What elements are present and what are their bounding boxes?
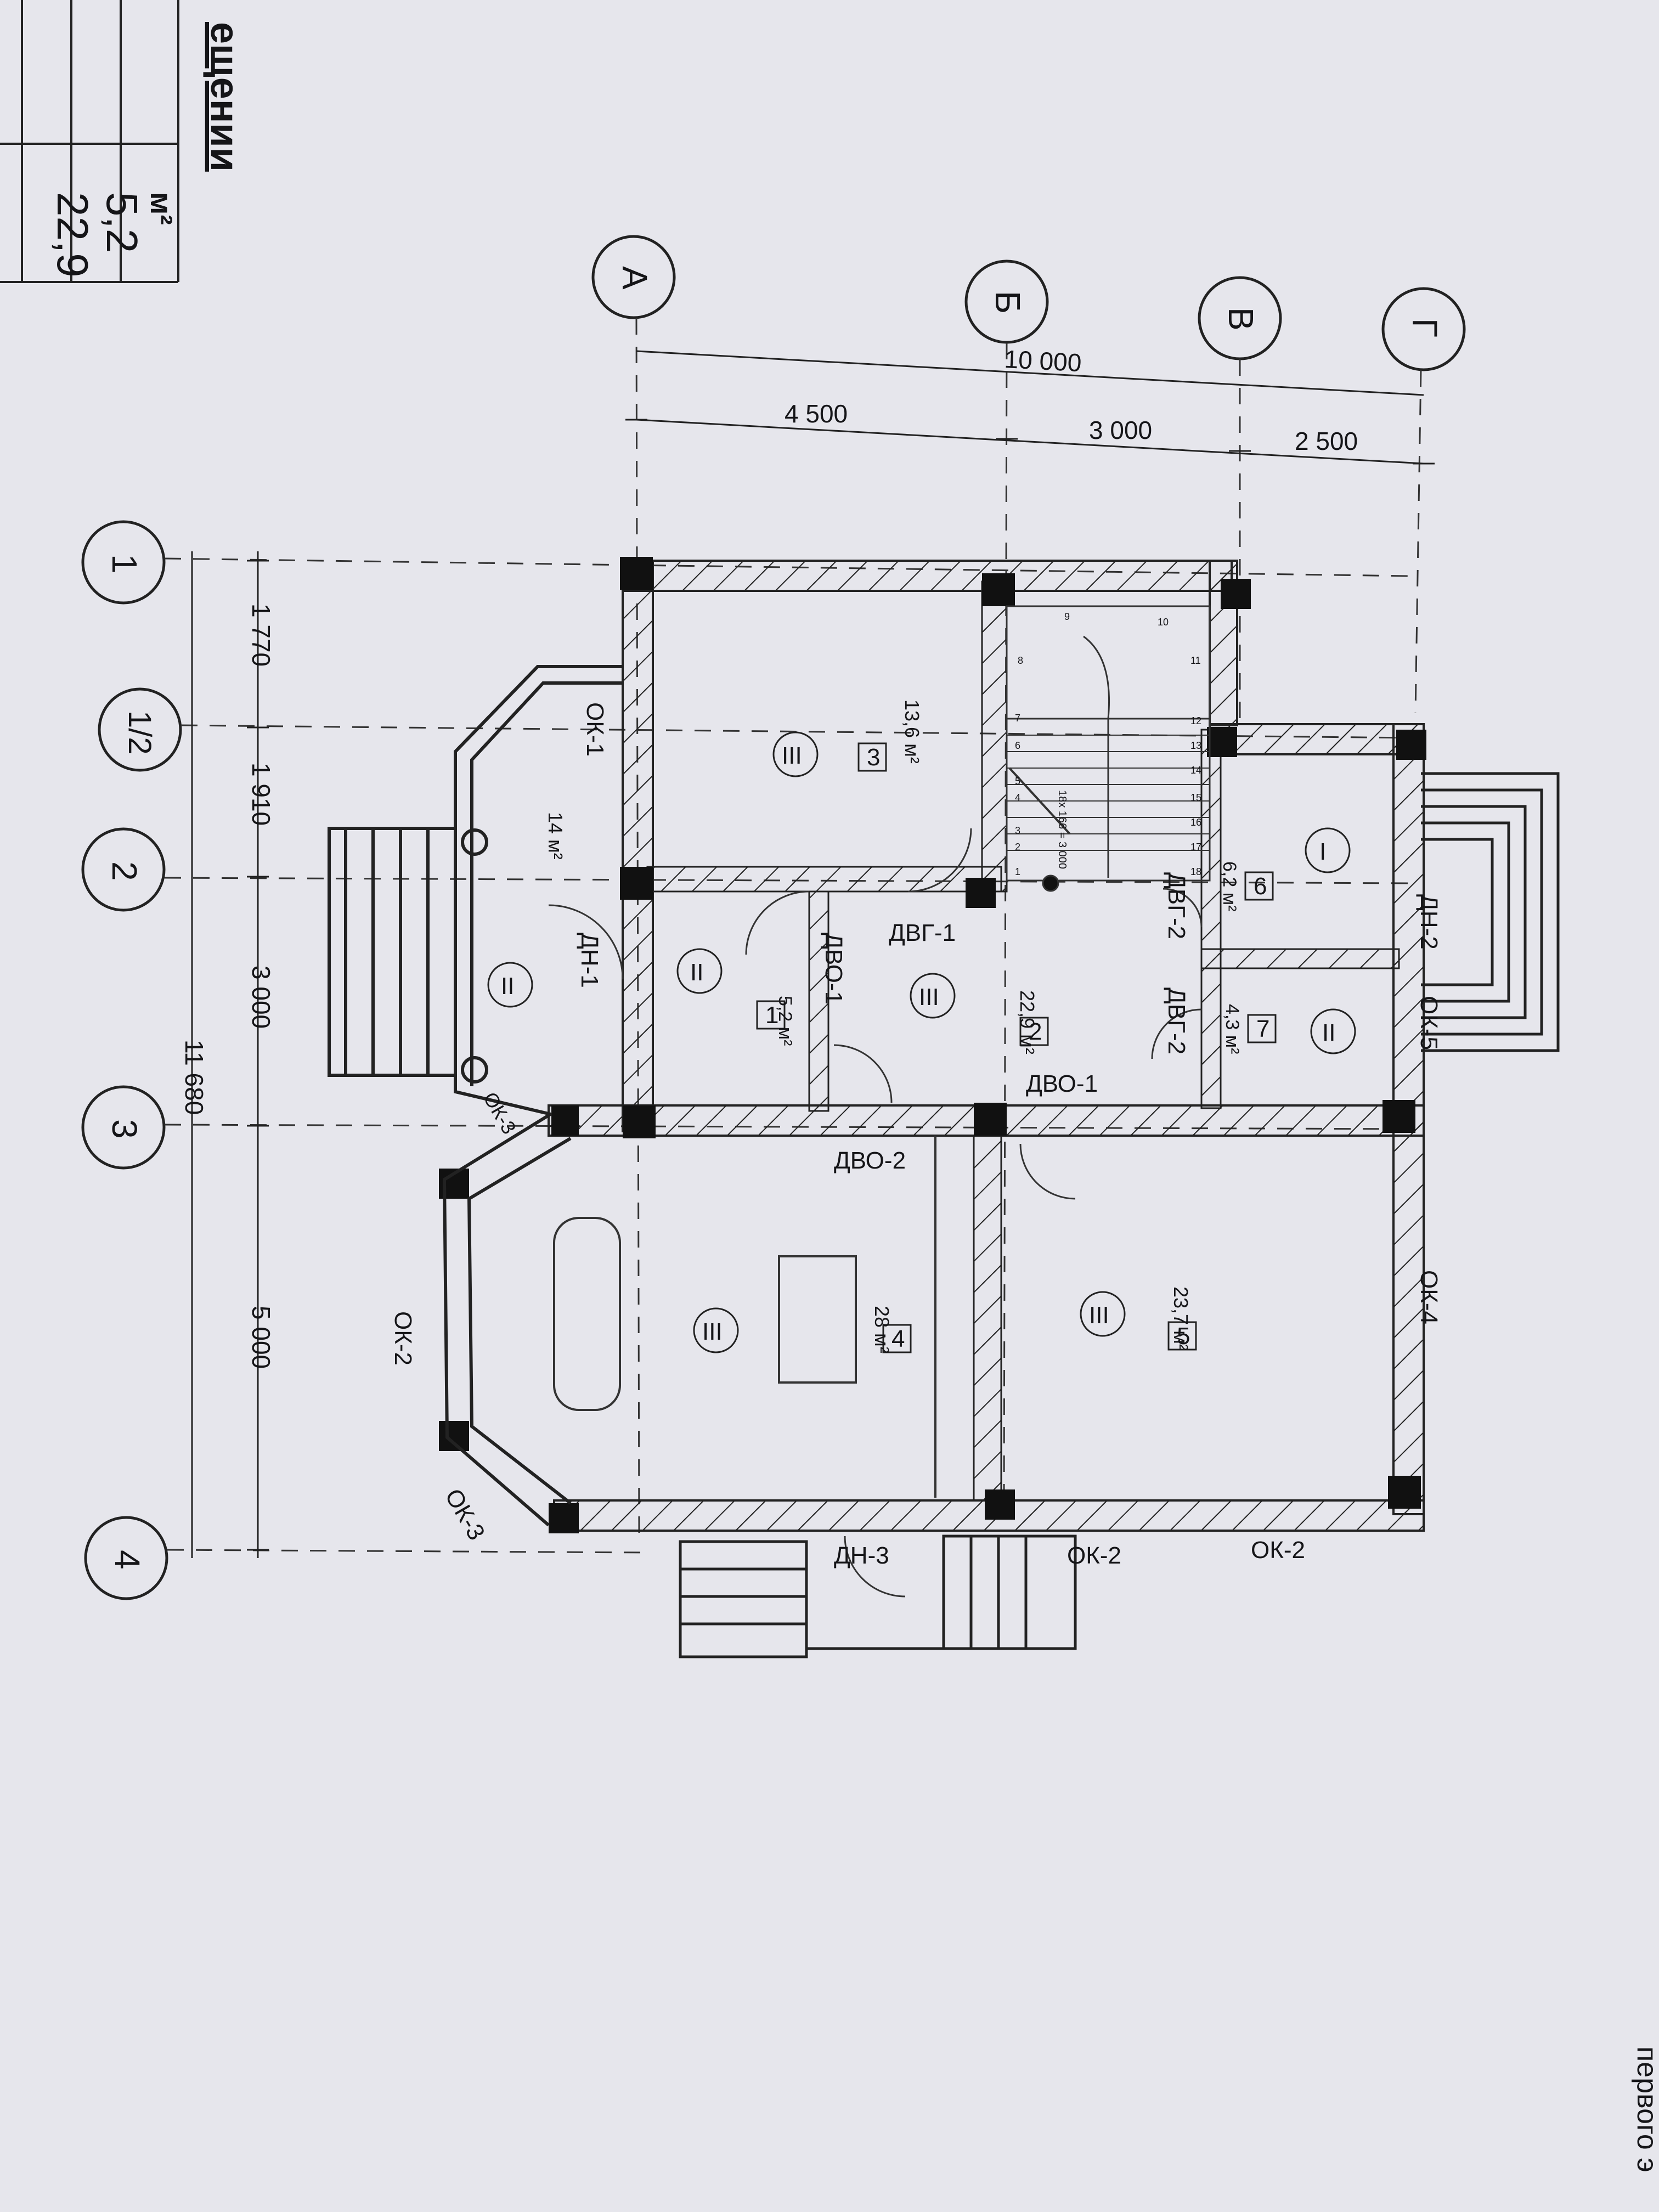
- axis-number-2: 2: [105, 861, 144, 881]
- tag-dvg1: ДВГ-1: [889, 919, 956, 946]
- room-6-area: 6,2 м²: [1219, 861, 1240, 911]
- axis-number-1: 1: [105, 554, 144, 574]
- dim-span-12-2: 1 910: [247, 763, 275, 826]
- stair-step-13: 13: [1190, 740, 1201, 751]
- room-3-class: III: [782, 742, 802, 769]
- axis-letter-v: В: [1221, 307, 1261, 331]
- stair-step-6: 6: [1015, 740, 1020, 751]
- dim-span-1-12: 1 770: [247, 603, 275, 667]
- tag-dn1: ДН-1: [576, 933, 603, 988]
- room-7-number: 7: [1256, 1015, 1269, 1042]
- axis-number-3: 3: [105, 1119, 144, 1139]
- dim-span-3-4: 5 000: [247, 1306, 275, 1369]
- area-legend-table: м² 5,2 22,9: [0, 0, 179, 283]
- tag-ok5: ОК-5: [1415, 996, 1442, 1050]
- room-labels: [487, 731, 1356, 1353]
- tag-ok2-bottom-b: ОК-2: [1251, 1537, 1305, 1564]
- room-1-area: 5,2 м²: [775, 996, 795, 1046]
- room-3-area: 13,6 м²: [901, 699, 923, 764]
- tag-dn2: ДН-2: [1415, 894, 1442, 950]
- tag-dvo1-vertical: ДВО-1: [820, 933, 847, 1005]
- room-2-area: 22,9 м²: [1016, 990, 1039, 1054]
- tag-dvo2: ДВО-2: [834, 1147, 906, 1174]
- axis-bubbles-letters: А Б В Г: [591, 235, 1466, 371]
- entrance-porch: [328, 665, 623, 1115]
- legend-unit-header: м²: [144, 192, 179, 225]
- dim-span-a-b: 4 500: [785, 399, 848, 428]
- staircase: [1006, 605, 1211, 892]
- rear-steps: [679, 1534, 1077, 1658]
- stair-step-9: 9: [1064, 611, 1070, 622]
- bay-window: [442, 1112, 572, 1527]
- dim-span-2-3: 3 000: [247, 966, 275, 1029]
- stair-step-8: 8: [1018, 655, 1023, 666]
- room-3-number: 3: [867, 744, 880, 771]
- room-6-class: I: [1319, 838, 1326, 865]
- room-1-number: 1: [765, 1002, 778, 1029]
- stair-step-11: 11: [1190, 655, 1201, 666]
- room-5-class: III: [1089, 1302, 1109, 1329]
- axis-number-1-2: 1/2: [122, 710, 157, 755]
- room-6-number: 6: [1254, 873, 1267, 900]
- tag-ok1: ОК-1: [582, 702, 608, 757]
- stair-step-2: 2: [1015, 842, 1020, 853]
- structural-columns: [439, 557, 1426, 1533]
- stair-step-12: 12: [1190, 715, 1201, 726]
- stair-step-7: 7: [1015, 713, 1020, 724]
- stair-step-3: 3: [1015, 825, 1020, 836]
- room-7-area: 4,3 м²: [1222, 1004, 1243, 1054]
- stair-step-numbers: 1 2 3 4 5 6 7 8 9 10 11 12 13 14 15 16 1…: [1015, 611, 1201, 877]
- room-text: III 3 13,6 м² III 2 22,9 м² II 1 5,2 м² …: [501, 699, 1335, 1353]
- room-2-class: III: [919, 984, 939, 1011]
- furniture: [553, 1136, 936, 1498]
- tag-dn3: ДН-3: [834, 1542, 889, 1569]
- footer-title-fragment: первого э: [1631, 2046, 1659, 2172]
- room-4-number: 4: [891, 1325, 905, 1352]
- page-title-fragment: ещении: [202, 22, 246, 172]
- stair-step-5: 5: [1015, 776, 1020, 787]
- opening-tags: ОК-1 ОК-2 ОК-3 ОК-3 ОК-2 ОК-2 ОК-4 ОК-5 …: [390, 702, 1442, 1569]
- axis-letter-g: Г: [1405, 318, 1444, 337]
- room-1-class: II: [690, 959, 703, 986]
- stair-step-1: 1: [1015, 866, 1020, 877]
- stair-step-18: 18: [1190, 866, 1201, 877]
- legend-value-2: 22,9: [48, 192, 97, 278]
- tag-ok2-left: ОК-2: [390, 1311, 416, 1365]
- hall-class: II: [501, 973, 514, 1000]
- dim-overall-width: 10 000: [1003, 345, 1082, 377]
- axis-number-4: 4: [108, 1550, 147, 1570]
- stair-step-17: 17: [1190, 842, 1201, 853]
- tag-ok4: ОК-4: [1415, 1270, 1442, 1324]
- stair-step-10: 10: [1158, 617, 1169, 628]
- axis-letter-a: А: [615, 266, 654, 290]
- tag-dvo1-horizontal: ДВО-1: [1026, 1070, 1098, 1097]
- side-steps: [1421, 772, 1560, 1052]
- room-7-class: II: [1322, 1019, 1335, 1046]
- dim-span-b-v: 3 000: [1089, 416, 1152, 444]
- room-5-number: 5: [1177, 1323, 1190, 1350]
- tag-dvg2b: ДВГ-2: [1163, 988, 1190, 1054]
- room-5-area: 23,7 м²: [1170, 1286, 1192, 1351]
- tag-dvg2a: ДВГ-2: [1163, 872, 1190, 939]
- tag-ok2-bottom-a: ОК-2: [1067, 1542, 1121, 1569]
- stair-note: 18х 166 = 3 000: [1056, 790, 1068, 869]
- door-swings: [548, 828, 1203, 1598]
- room-4-area: 28 м²: [871, 1306, 893, 1353]
- axis-bubbles-numbers: 1 1/2 2 3 4: [81, 520, 182, 1600]
- stair-step-14: 14: [1190, 765, 1201, 776]
- stair-step-15: 15: [1190, 792, 1201, 803]
- stair-step-4: 4: [1015, 792, 1020, 803]
- axis-letter-b: Б: [988, 291, 1028, 314]
- stair-step-16: 16: [1190, 817, 1201, 828]
- dimension-lines: [191, 350, 1435, 1558]
- legend-value-1: 5,2: [98, 192, 146, 253]
- dim-overall-length: 11 680: [180, 1040, 208, 1115]
- room-2-number: 2: [1029, 1018, 1042, 1045]
- dim-span-v-g: 2 500: [1295, 427, 1358, 455]
- hall-area: 14 м²: [544, 812, 567, 860]
- room-4-class: III: [702, 1318, 723, 1345]
